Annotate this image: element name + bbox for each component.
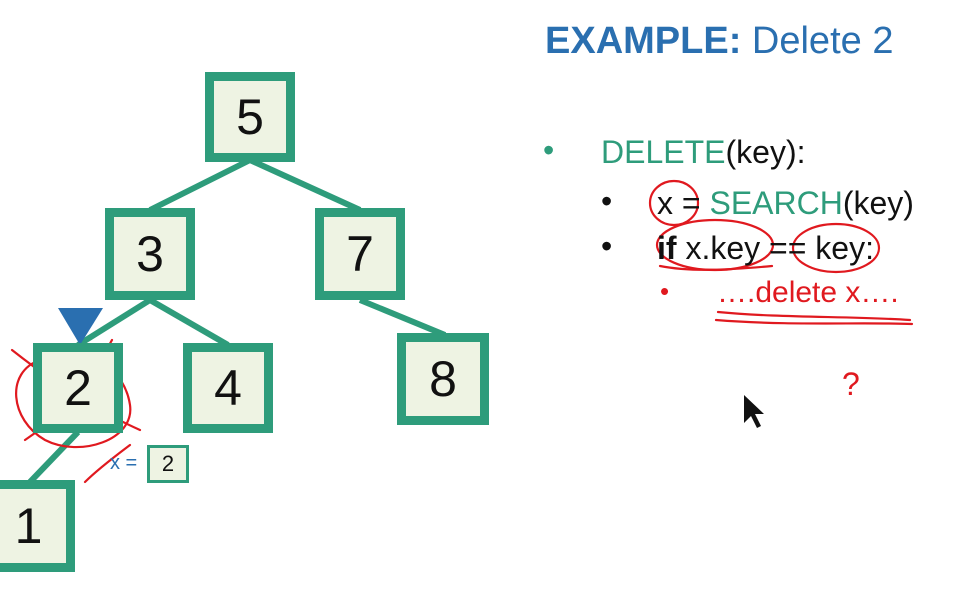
question-mark: ? bbox=[842, 366, 860, 402]
title-bold: EXAMPLE: bbox=[545, 20, 742, 62]
node-4: 4 bbox=[183, 343, 273, 433]
circle-x bbox=[648, 179, 700, 227]
pointer-value-box: 2 bbox=[147, 445, 189, 483]
edge-5-3 bbox=[148, 157, 252, 213]
edge-5-7 bbox=[248, 157, 362, 213]
edge-7-8 bbox=[358, 297, 447, 338]
pointer-triangle bbox=[58, 308, 103, 345]
search-line: x = SEARCH(key) bbox=[657, 185, 914, 222]
slide-title: EXAMPLE: Delete 2 bbox=[545, 20, 893, 63]
mouse-cursor bbox=[744, 395, 764, 428]
node-3: 3 bbox=[105, 208, 195, 300]
bullet-1: • bbox=[543, 132, 555, 168]
if-line: if x.key == key: bbox=[657, 230, 874, 267]
bullet-4: • bbox=[660, 276, 670, 306]
underline-if bbox=[658, 264, 774, 271]
edge-3-2 bbox=[76, 297, 152, 348]
pointer-label: x = bbox=[110, 452, 138, 474]
circle-key bbox=[791, 222, 881, 274]
delete-func: DELETE bbox=[601, 134, 726, 170]
node-8: 8 bbox=[397, 333, 489, 425]
title-rest: Delete 2 bbox=[741, 20, 894, 62]
node-7: 7 bbox=[315, 208, 405, 300]
underline-delete-1 bbox=[716, 310, 912, 322]
if-keyword: if bbox=[657, 230, 677, 266]
node-2: 2 bbox=[33, 343, 123, 433]
bullet-2: • bbox=[601, 183, 613, 219]
edge-3-4 bbox=[148, 297, 230, 348]
search-args: (key) bbox=[842, 185, 914, 221]
delete-note: ….delete x…. bbox=[717, 276, 899, 309]
delete-args: (key): bbox=[725, 134, 806, 170]
cross-stroke-3 bbox=[83, 443, 132, 484]
if-condition: x.key == key: bbox=[676, 230, 874, 266]
node-1: 1 bbox=[0, 480, 75, 572]
edge-2-1 bbox=[27, 429, 81, 485]
delete-line: DELETE(key): bbox=[601, 134, 805, 171]
search-x: x = bbox=[657, 185, 710, 221]
underline-delete-2 bbox=[714, 318, 914, 326]
node-5: 5 bbox=[205, 72, 295, 162]
bullet-3: • bbox=[601, 228, 613, 264]
search-func: SEARCH bbox=[709, 185, 843, 221]
